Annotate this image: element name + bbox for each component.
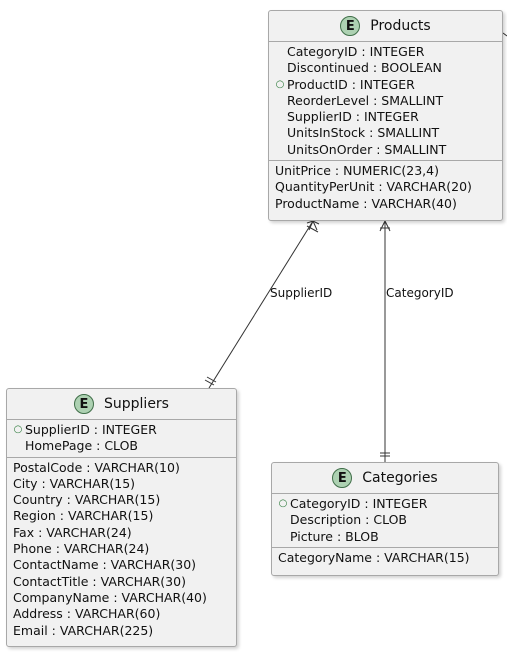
relationship-label-supplierid: SupplierID	[270, 286, 333, 300]
field-row: ContactName : VARCHAR(30)	[13, 557, 197, 573]
key-fields: ○CategoryID : INTEGER Description : CLOB…	[272, 494, 498, 547]
field-row: ○ProductID : INTEGER	[273, 77, 502, 93]
field-row: Address : VARCHAR(60)	[13, 606, 161, 622]
entity-header: E Suppliers	[7, 389, 236, 420]
field-row: UnitsInStock : SMALLINT	[287, 125, 440, 141]
entity-e-badge-icon: E	[340, 16, 361, 36]
field-row: CategoryName : VARCHAR(15)	[278, 549, 470, 565]
field-row: HomePage : CLOB	[25, 438, 138, 454]
field-row: CategoryID : INTEGER	[287, 44, 425, 59]
corner-tick-icon	[502, 32, 507, 37]
field-row: ProductName : VARCHAR(40)	[275, 195, 457, 211]
crowsfoot-many-icon	[379, 219, 391, 232]
primary-key-circle-icon: ○	[275, 78, 285, 90]
key-fields: ○SupplierID : INTEGER HomePage : CLOB	[7, 420, 236, 457]
field-row: Discontinued : BOOLEAN	[287, 60, 442, 76]
field-row: QuantityPerUnit : VARCHAR(20)	[275, 179, 472, 195]
entity-categories[interactable]: E Categories ○CategoryID : INTEGER Descr…	[271, 462, 499, 576]
relationship-label-categoryid: CategoryID	[386, 286, 454, 300]
field-row: PostalCode : VARCHAR(10)	[13, 459, 180, 475]
field-row: UnitPrice : NUMERIC(23,4)	[275, 163, 439, 179]
field-row: ContactTitle : VARCHAR(30)	[13, 573, 186, 589]
field-row: CompanyName : VARCHAR(40)	[13, 589, 207, 605]
key-fields: CategoryID : INTEGER Discontinued : BOOL…	[269, 42, 502, 160]
field-row: Picture : BLOB	[290, 528, 379, 544]
field-row: Fax : VARCHAR(24)	[13, 524, 132, 540]
field-row: ReorderLevel : SMALLINT	[287, 92, 444, 108]
entity-suppliers[interactable]: E Suppliers ○SupplierID : INTEGER HomePa…	[6, 388, 237, 647]
entity-title: Products	[370, 18, 431, 34]
entity-title: Categories	[362, 470, 438, 486]
primary-key-circle-icon: ○	[13, 424, 23, 435]
link-products-suppliers	[208, 220, 314, 389]
entity-e-badge-icon: E	[332, 468, 353, 488]
attribute-fields: UnitPrice : NUMERIC(23,4) QuantityPerUni…	[269, 160, 502, 214]
entity-header: E Categories	[272, 463, 498, 494]
field-row: Email : VARCHAR(225)	[13, 622, 154, 638]
entity-title: Suppliers	[104, 396, 169, 412]
field-row: SupplierID : INTEGER	[287, 109, 419, 125]
field-row: Description : CLOB	[290, 512, 408, 528]
field-row: Region : VARCHAR(15)	[13, 508, 154, 524]
crowsfoot-many-icon	[306, 219, 320, 233]
field-row: Phone : VARCHAR(24)	[13, 541, 150, 557]
primary-key-circle-icon: ○	[278, 498, 288, 509]
one-mark-icon	[380, 452, 390, 457]
field-row: ○CategoryID : INTEGER	[276, 496, 498, 512]
entity-header: E Products	[269, 11, 502, 42]
one-mark-icon	[204, 376, 217, 386]
entity-e-badge-icon: E	[74, 394, 94, 414]
field-row: UnitsOnOrder : SMALLINT	[287, 141, 447, 157]
attribute-fields: CategoryName : VARCHAR(15)	[272, 546, 498, 568]
attribute-fields: PostalCode : VARCHAR(10) City : VARCHAR(…	[7, 456, 236, 641]
field-row: ○SupplierID : INTEGER	[11, 422, 236, 438]
entity-products[interactable]: E Products CategoryID : INTEGER Disconti…	[268, 10, 503, 221]
field-row: Country : VARCHAR(15)	[13, 492, 161, 508]
field-row: City : VARCHAR(15)	[13, 475, 136, 491]
